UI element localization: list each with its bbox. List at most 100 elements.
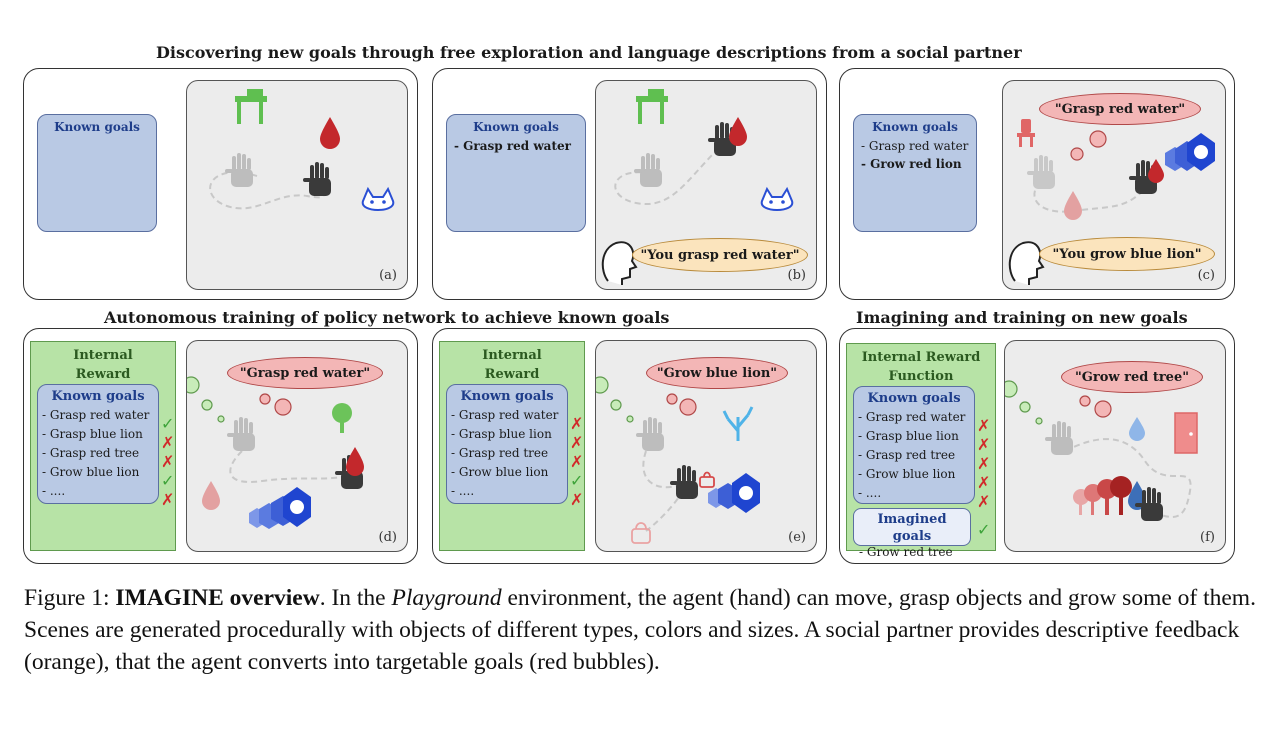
trajectory-path bbox=[209, 171, 325, 210]
caption-italic: Playground bbox=[391, 585, 502, 611]
top-section-title: Discovering new goals through free explo… bbox=[156, 43, 1022, 62]
panel-a: Known goals (a) bbox=[23, 68, 418, 300]
blue-water-icon bbox=[1128, 481, 1146, 510]
scene-e: "Grow blue lion" (e) bbox=[595, 340, 817, 552]
panel-b: Known goals - Grasp red water "You grasp… bbox=[432, 68, 827, 300]
panel-label: (e) bbox=[788, 530, 806, 545]
panel-f: Internal Reward Function Known goals - G… bbox=[839, 328, 1235, 564]
internal-reward-box: Internal Reward Function Known goals - G… bbox=[846, 343, 996, 559]
caption-bold: overview bbox=[223, 585, 320, 611]
door-icon bbox=[1174, 412, 1198, 454]
reward-marks: ✓ ✗ ✗ ✓ ✗ bbox=[161, 414, 174, 509]
panel-d: Internal Reward Function Known goals - G… bbox=[23, 328, 418, 564]
known-goal-item: - Grasp blue lion bbox=[858, 429, 959, 443]
feedback-bubble: "You grasp red water" bbox=[632, 238, 808, 272]
cat-icon bbox=[760, 186, 794, 211]
cross-mark: ✗ bbox=[570, 490, 584, 509]
hand-icon bbox=[303, 162, 331, 196]
known-goals-box: Known goals - Grasp red water - Grow red… bbox=[853, 114, 977, 232]
head-icon bbox=[1008, 241, 1045, 285]
hand-icon bbox=[1135, 487, 1163, 521]
known-goals-title: Known goals bbox=[460, 389, 554, 404]
red-water-icon bbox=[729, 117, 747, 146]
known-goal-item: - Grasp red water bbox=[454, 139, 571, 153]
known-goals-box: Known goals - Grasp red water bbox=[446, 114, 586, 232]
panel-label: (c) bbox=[1197, 268, 1215, 283]
internal-reward-box: Internal Reward Function Known goals - G… bbox=[439, 341, 585, 551]
panel-c: Known goals - Grasp red water - Grow red… bbox=[839, 68, 1235, 300]
thought-dot bbox=[626, 415, 634, 423]
thought-dot bbox=[596, 376, 609, 394]
scene-c-drawing bbox=[1008, 119, 1215, 285]
hand-icon bbox=[670, 465, 698, 499]
caption-name: IMAGINE bbox=[115, 585, 224, 611]
known-goal-item: - Grasp red water bbox=[42, 408, 150, 422]
bag-icon bbox=[631, 522, 651, 544]
cross-mark: ✗ bbox=[977, 454, 991, 473]
thought-dot bbox=[1005, 380, 1018, 398]
scene-b-drawing bbox=[601, 89, 794, 285]
known-goals-title: Known goals bbox=[473, 120, 559, 134]
tree-icon bbox=[332, 403, 352, 433]
goal-thought-bubble: "Grow red tree" bbox=[1061, 361, 1203, 393]
hand-icon bbox=[708, 122, 736, 156]
hand-icon bbox=[636, 417, 664, 451]
cross-mark: ✗ bbox=[977, 492, 991, 511]
thought-dot bbox=[1035, 417, 1043, 425]
red-water-icon bbox=[202, 481, 220, 510]
trajectory-path bbox=[614, 150, 717, 206]
cross-mark: ✗ bbox=[977, 416, 991, 435]
cross-mark: ✗ bbox=[570, 452, 584, 471]
thought-dot bbox=[679, 398, 697, 416]
middle-right-section-title: Imagining and training on new goals bbox=[856, 308, 1188, 327]
middle-left-section-title: Autonomous training of policy network to… bbox=[104, 308, 670, 327]
cross-mark: ✗ bbox=[161, 433, 175, 452]
thought-dot bbox=[274, 398, 292, 416]
cross-mark: ✗ bbox=[570, 414, 584, 433]
goal-thought-bubble: "Grasp red water" bbox=[1039, 93, 1201, 125]
known-goal-item: - Grasp blue lion bbox=[42, 427, 143, 441]
lion-icon bbox=[708, 473, 760, 513]
thought-dot bbox=[259, 393, 271, 405]
known-goal-item: - Grow blue lion bbox=[451, 465, 549, 479]
goal-thought-bubble: "Grow blue lion" bbox=[646, 357, 788, 389]
trajectory-path bbox=[1064, 438, 1192, 518]
panel-e: Internal Reward Function Known goals - G… bbox=[432, 328, 827, 564]
known-goal-item: - Grasp red water bbox=[861, 139, 969, 153]
known-goal-item: - Grasp red tree bbox=[42, 446, 140, 460]
known-goal-item: - Grow blue lion bbox=[42, 465, 140, 479]
thought-dot bbox=[1079, 395, 1091, 407]
known-goal-item: - Grasp red tree bbox=[858, 448, 956, 462]
cross-mark: ✗ bbox=[161, 490, 175, 509]
thought-dot bbox=[610, 399, 622, 411]
scene-a-drawing bbox=[209, 89, 395, 211]
hand-icon bbox=[227, 417, 255, 451]
known-goals-box: Known goals bbox=[37, 114, 157, 232]
cross-mark: ✗ bbox=[570, 433, 584, 452]
hand-icon bbox=[1045, 421, 1073, 455]
hand-icon bbox=[225, 153, 253, 187]
internal-reward-title: Internal Reward Function bbox=[861, 350, 981, 384]
imagined-goals-box: Imagined goals - Grow red tree bbox=[853, 508, 971, 559]
coral-icon bbox=[722, 406, 754, 441]
known-goals-title: Known goals bbox=[51, 389, 145, 404]
known-goals-title: Known goals bbox=[867, 391, 961, 406]
lion-icon bbox=[1165, 133, 1215, 171]
known-goals-box: Known goals - Grasp red water - Grasp bl… bbox=[37, 384, 159, 504]
thought-dot bbox=[1019, 401, 1031, 413]
cat-icon bbox=[361, 186, 395, 211]
known-goal-item: - .... bbox=[42, 484, 66, 498]
reward-marks: ✗ ✗ ✗ ✗ ✗ bbox=[977, 416, 990, 511]
known-goal-item: - .... bbox=[451, 484, 475, 498]
figure-caption: Figure 1: IMAGINE overview. In the Playg… bbox=[24, 582, 1264, 678]
thought-dot bbox=[201, 399, 213, 411]
known-goal-item: - Grasp red tree bbox=[451, 446, 549, 460]
known-goal-item: - Grasp red water bbox=[858, 410, 966, 424]
lion-icon bbox=[249, 487, 311, 529]
check-mark: ✓ bbox=[161, 414, 175, 433]
known-goal-item: - Grasp blue lion bbox=[451, 427, 552, 441]
panel-label: (f) bbox=[1200, 530, 1215, 545]
cross-mark: ✗ bbox=[161, 452, 175, 471]
blue-water-icon bbox=[1129, 417, 1145, 441]
known-goal-item: - Grow red lion bbox=[861, 157, 962, 171]
